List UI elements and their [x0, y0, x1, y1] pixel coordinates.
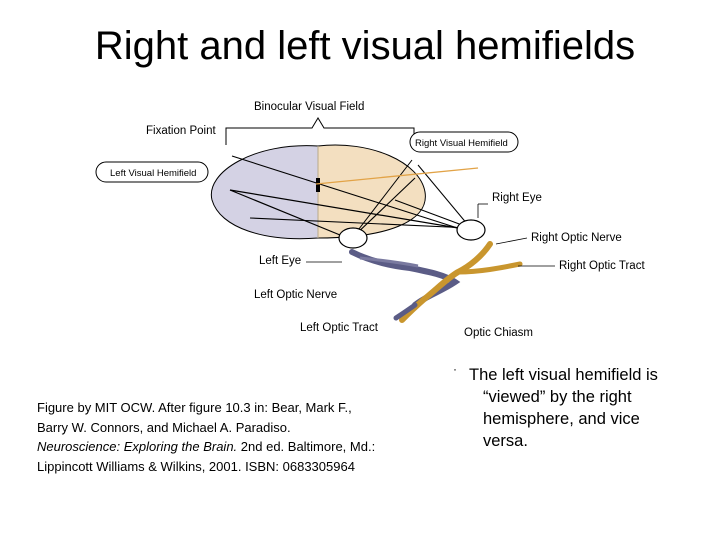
left-eye-label: Left Eye: [259, 255, 301, 267]
binocular-field-label: Binocular Visual Field: [254, 101, 364, 113]
right-optic-tract-branch: [455, 261, 523, 275]
caption-book-title: Neuroscience: Exploring the Brain.: [37, 439, 238, 454]
optic-chiasm-label: Optic Chiasm: [464, 327, 533, 339]
left-optic-nerve-label: Left Optic Nerve: [254, 289, 337, 301]
right-optic-nerve-label: Right Optic Nerve: [531, 232, 622, 244]
left-eye: [338, 227, 368, 249]
sight-line: [351, 177, 416, 239]
right-hemifield-label: Right Visual Hemifield: [415, 138, 508, 149]
left-hemifield-box: [95, 161, 209, 183]
fixation-point-label: Fixation Point: [146, 125, 216, 137]
binocular-field-bracket: [225, 117, 415, 145]
left-optic-tract-branch: [393, 302, 418, 321]
right-optic-pathway: [399, 241, 493, 323]
bullet-marker: ·: [453, 362, 457, 376]
left-hemifield-label: Left Visual Hemifield: [110, 168, 196, 179]
caption-line: Figure by MIT OCW. After figure 10.3 in:…: [37, 400, 352, 415]
caption-publication: 2nd ed. Baltimore, Md.:: [237, 439, 376, 454]
right-eye-label: Right Eye: [492, 192, 542, 204]
slide-title: Right and left visual hemifields: [94, 24, 636, 68]
right-hemifield-box: [409, 131, 519, 153]
sight-line: [417, 164, 469, 226]
sight-line: [231, 155, 471, 233]
sight-line: [229, 189, 341, 236]
caption-line: Neuroscience: Exploring the Brain. 2nd e…: [37, 437, 437, 457]
right-optic-tract-label: Right Optic Tract: [559, 260, 645, 272]
left-optic-nerve: [359, 256, 419, 268]
sight-line: [249, 217, 471, 229]
caption-line: Barry W. Connors, and Michael A. Paradis…: [37, 419, 291, 435]
binocular-field-box: [243, 96, 397, 114]
fixation-point-marker: [316, 178, 320, 192]
right-eye: [456, 219, 486, 241]
sight-line: [229, 189, 471, 231]
figure-caption: Figure by MIT OCW. After figure 10.3 in:…: [37, 398, 437, 476]
leader-line: [495, 237, 528, 245]
caption-line: Lippincott Williams & Wilkins, 2001. ISB…: [37, 458, 355, 474]
sight-line: [394, 199, 471, 229]
orange-sight-line: [315, 167, 479, 185]
bullet-point: · The left visual hemifield is “viewed” …: [453, 362, 673, 452]
sight-line: [351, 159, 413, 239]
left-optic-tract-label: Left Optic Tract: [300, 322, 379, 334]
bullet-text: The left visual hemifield is “viewed” by…: [469, 366, 658, 450]
left-hemifield-region: [210, 145, 319, 240]
